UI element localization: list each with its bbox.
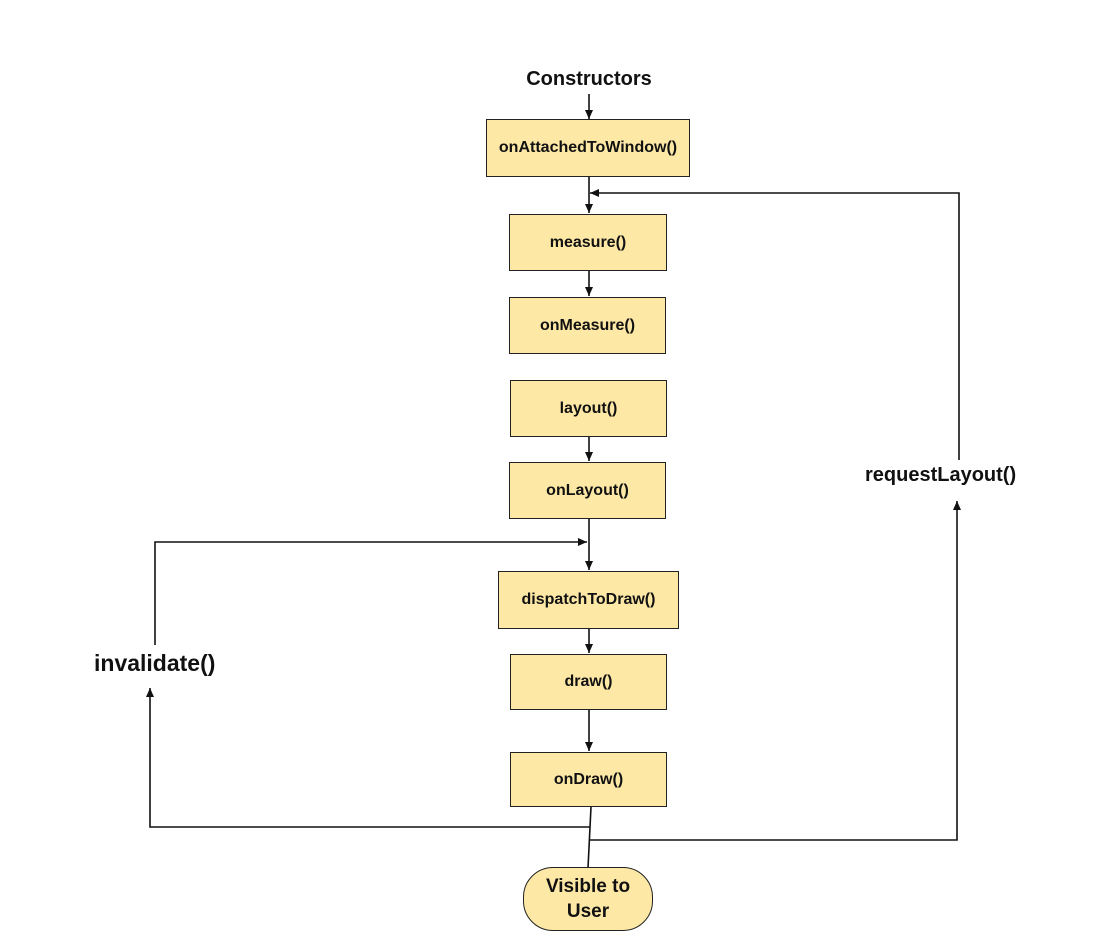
line-invalidate-to-dispatch: [154, 538, 587, 645]
constructors-label: Constructors: [526, 68, 652, 90]
step-layout: layout(): [510, 380, 667, 437]
line-requestlayout-to-measure: [590, 189, 960, 460]
invalidate-label: invalidate(): [94, 650, 216, 676]
step-dispatch-to-draw: dispatchToDraw(): [498, 571, 679, 629]
visible-to-user-terminal: Visible to User: [523, 867, 653, 931]
step-measure: measure(): [509, 214, 667, 271]
step-on-measure: onMeasure(): [509, 297, 666, 354]
step-on-draw: onDraw(): [510, 752, 667, 807]
line-ondraw-to-requestlayout: [590, 501, 961, 841]
step-on-layout: onLayout(): [509, 462, 666, 519]
line-ondraw-to-invalidate: [146, 688, 590, 828]
line-ondraw-to-visible: [587, 806, 592, 869]
step-draw: draw(): [510, 654, 667, 710]
step-on-attached-to-window: onAttachedToWindow(): [486, 119, 690, 177]
request-layout-label: requestLayout(): [865, 464, 1017, 486]
